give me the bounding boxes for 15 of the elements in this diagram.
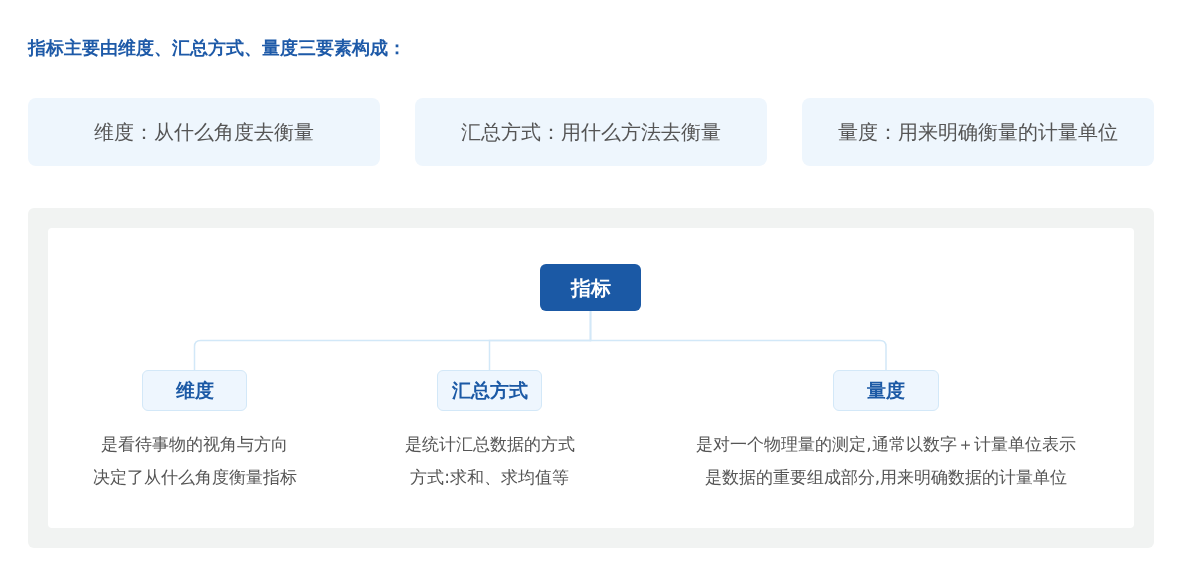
description-text: 是对一个物理量的测定,通常以数字＋计量单位表示 [696, 433, 1076, 456]
definition-card: 汇总方式：用什么方法去衡量 [415, 98, 767, 166]
description-text: 是看待事物的视角与方向 [101, 433, 288, 456]
definition-card: 维度：从什么角度去衡量 [28, 98, 380, 166]
root-node-box: 指标 [540, 264, 641, 311]
description-text: 方式:求和、求均值等 [410, 466, 569, 489]
title: 指标主要由维度、汇总方式、量度三要素构成： [28, 36, 406, 60]
description-text: 是数据的重要组成部分,用来明确数据的计量单位 [704, 466, 1068, 489]
branch-node-box: 维度 [142, 370, 247, 411]
connector-line [589, 310, 887, 371]
branch-node-box: 汇总方式 [437, 370, 542, 411]
description-text: 决定了从什么角度衡量指标 [92, 466, 297, 489]
branch-node-box: 量度 [833, 370, 939, 411]
definition-card: 量度：用来明确衡量的计量单位 [802, 98, 1154, 166]
description-text: 是统计汇总数据的方式 [404, 433, 575, 456]
